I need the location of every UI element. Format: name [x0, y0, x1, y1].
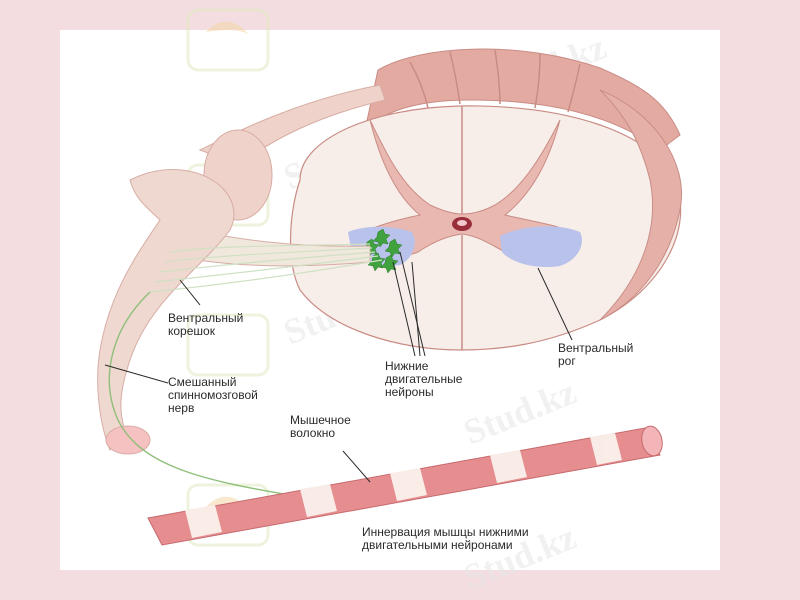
label-muscle-fiber: Мышечное волокно	[290, 413, 351, 440]
leader-ventral-horn	[537, 267, 573, 341]
label-lower-motor-neurons: Нижние двигательные нейроны	[385, 359, 463, 399]
leader-lines	[104, 251, 573, 483]
muscle-fiber	[147, 425, 663, 546]
cord-top-surface	[364, 48, 681, 151]
leader-muscle-fiber	[342, 450, 371, 483]
leader-ventral-root	[179, 279, 201, 306]
label-innervation: Иннервация мышцы нижними двигательными н…	[362, 525, 529, 552]
label-mixed-nerve: Смешанный спинномозговой нерв	[168, 375, 258, 415]
nerve-roots	[97, 84, 386, 509]
label-ventral-horn: Вентральный рог	[558, 341, 634, 368]
spinal-cord	[289, 48, 682, 351]
ventral-horn-right	[500, 226, 582, 268]
leader-neurons-3	[399, 251, 426, 357]
motor-neuron-icon	[384, 238, 403, 258]
watermark-text: Stud.kz	[458, 371, 582, 452]
cord-top-grooves	[409, 49, 581, 113]
motor-neuron-icon	[372, 228, 391, 248]
cord-side-surface	[599, 89, 682, 321]
motor-neuron-icon	[367, 252, 386, 272]
leader-mixed-nerve	[104, 364, 169, 384]
muscle-striations	[185, 433, 622, 538]
leader-neurons-1	[392, 261, 416, 357]
watermark-logo-icon	[186, 8, 270, 72]
mixed-spinal-nerve	[97, 169, 235, 452]
leader-neurons-2	[411, 261, 421, 357]
motor-neuron-icon	[380, 254, 399, 274]
muscle-fiber-end	[641, 425, 663, 457]
watermark-logo-icon	[186, 313, 270, 377]
label-ventral-root: Вентральный корешок	[168, 311, 244, 338]
